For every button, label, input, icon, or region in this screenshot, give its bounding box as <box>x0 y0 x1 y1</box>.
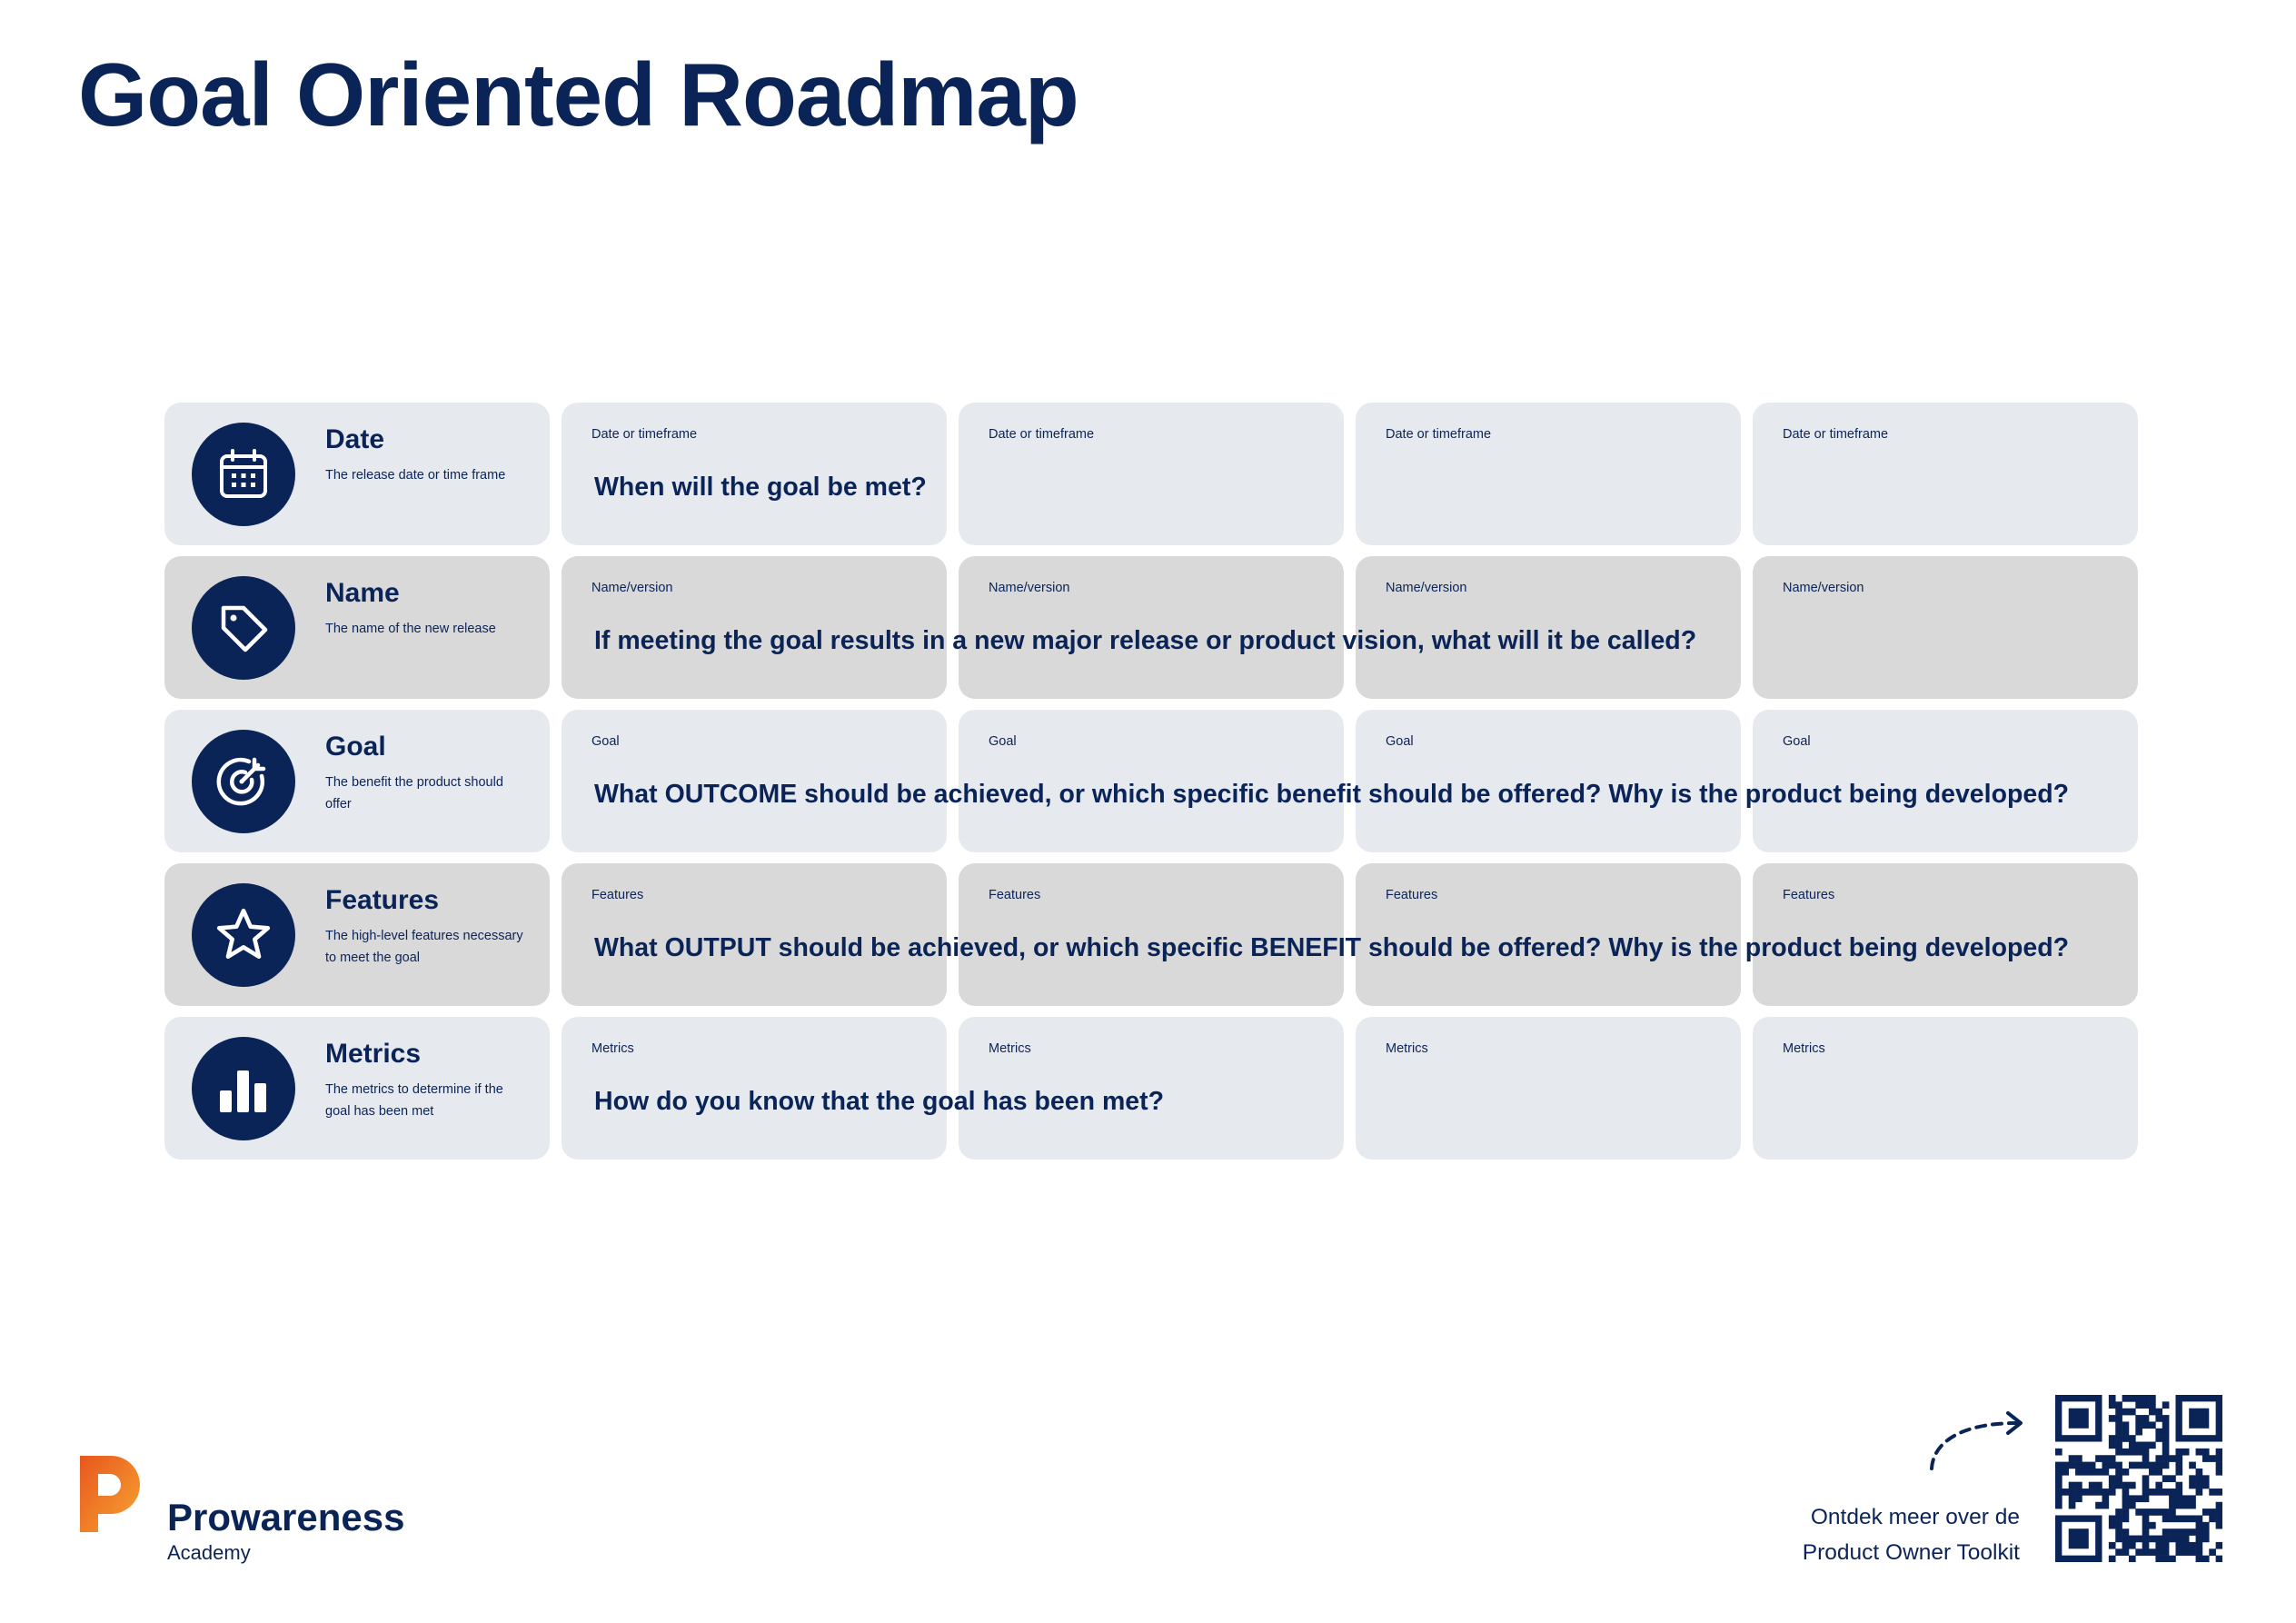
category-description: The high-level features necessary to mee… <box>325 929 523 965</box>
cell-label: Features <box>1783 888 1835 902</box>
roadmap-cell[interactable]: Metrics <box>562 1017 947 1160</box>
roadmap-cell[interactable]: Goal <box>1753 710 2138 852</box>
cell-label: Date or timeframe <box>989 427 1095 442</box>
guiding-question: When will the goal be met? <box>594 473 927 502</box>
cell-label: Metrics <box>591 1041 634 1056</box>
category-description: The release date or time frame <box>325 468 506 483</box>
roadmap-cell[interactable]: Name/version <box>959 556 1344 699</box>
category-title: Date <box>325 424 385 454</box>
roadmap-cell[interactable]: Date or timeframe <box>1753 403 2138 545</box>
bar-chart-icon <box>192 1037 295 1140</box>
roadmap-cell[interactable]: Goal <box>959 710 1344 852</box>
cell-label: Metrics <box>1386 1041 1428 1056</box>
star-icon <box>192 883 295 987</box>
calendar-icon <box>192 423 295 526</box>
roadmap-cell[interactable]: Metrics <box>1753 1017 2138 1160</box>
toolkit-line-2: Product Owner Toolkit <box>1802 1540 2020 1565</box>
roadmap-cell[interactable]: Goal <box>562 710 947 852</box>
guiding-question: What OUTPUT should be achieved, or which… <box>594 933 2070 962</box>
category-description: The metrics to determine if the goal has… <box>325 1082 503 1119</box>
category-title: Metrics <box>325 1039 422 1069</box>
cell-label: Name/version <box>591 581 673 595</box>
brand-subtitle: Academy <box>167 1541 251 1564</box>
roadmap-cell[interactable]: Goal <box>1356 710 1741 852</box>
roadmap-cell[interactable]: Metrics <box>1356 1017 1741 1160</box>
roadmap-cell[interactable]: Features <box>1356 863 1741 1006</box>
category-title: Features <box>325 885 440 915</box>
roadmap-cell[interactable]: Name/version <box>1753 556 2138 699</box>
roadmap-cell[interactable]: Metrics <box>959 1017 1344 1160</box>
cell-label: Date or timeframe <box>1386 427 1492 442</box>
cell-label: Goal <box>1386 734 1414 749</box>
cell-label: Features <box>1386 888 1438 902</box>
tag-icon <box>192 576 295 680</box>
cell-label: Features <box>591 888 644 902</box>
category-description: The name of the new release <box>325 622 496 636</box>
toolkit-promo-text: Ontdek meer over de Product Owner Toolki… <box>1803 1499 2020 1570</box>
dashed-arrow-icon <box>1926 1410 2035 1479</box>
target-icon <box>192 730 295 833</box>
category-title: Goal <box>325 732 386 762</box>
qr-code-icon[interactable] <box>2055 1395 2223 1567</box>
roadmap-cell[interactable]: Date or timeframe <box>1356 403 1741 545</box>
cell-label: Goal <box>591 734 620 749</box>
cell-label: Date or timeframe <box>1783 427 1889 442</box>
cell-label: Name/version <box>989 581 1070 595</box>
roadmap-cell[interactable]: Date or timeframe <box>562 403 947 545</box>
category-description: The benefit the product should offer <box>325 775 503 812</box>
toolkit-line-1: Ontdek meer over de <box>1810 1505 2020 1529</box>
roadmap-cell[interactable]: Features <box>959 863 1344 1006</box>
roadmap-cell[interactable]: Name/version <box>1356 556 1741 699</box>
cell-label: Name/version <box>1783 581 1864 595</box>
cell-label: Metrics <box>1783 1041 1825 1056</box>
guiding-question: If meeting the goal results in a new maj… <box>594 626 1697 655</box>
guiding-question: What OUTCOME should be achieved, or whic… <box>594 780 2070 809</box>
cell-label: Goal <box>989 734 1017 749</box>
roadmap-cell[interactable]: Date or timeframe <box>959 403 1344 545</box>
cell-label: Metrics <box>989 1041 1031 1056</box>
roadmap-cell[interactable]: Features <box>1753 863 2138 1006</box>
roadmap-cell[interactable]: Name/version <box>562 556 947 699</box>
cell-label: Goal <box>1783 734 1811 749</box>
cell-label: Date or timeframe <box>591 427 698 442</box>
cell-label: Name/version <box>1386 581 1467 595</box>
roadmap-cell[interactable]: Features <box>562 863 947 1006</box>
guiding-question: How do you know that the goal has been m… <box>594 1087 1165 1116</box>
page-title: Goal Oriented Roadmap <box>78 45 1079 144</box>
brand-name: Prowareness <box>167 1496 405 1538</box>
category-title: Name <box>325 578 400 608</box>
cell-label: Features <box>989 888 1041 902</box>
prowareness-logo-icon <box>80 1456 140 1537</box>
